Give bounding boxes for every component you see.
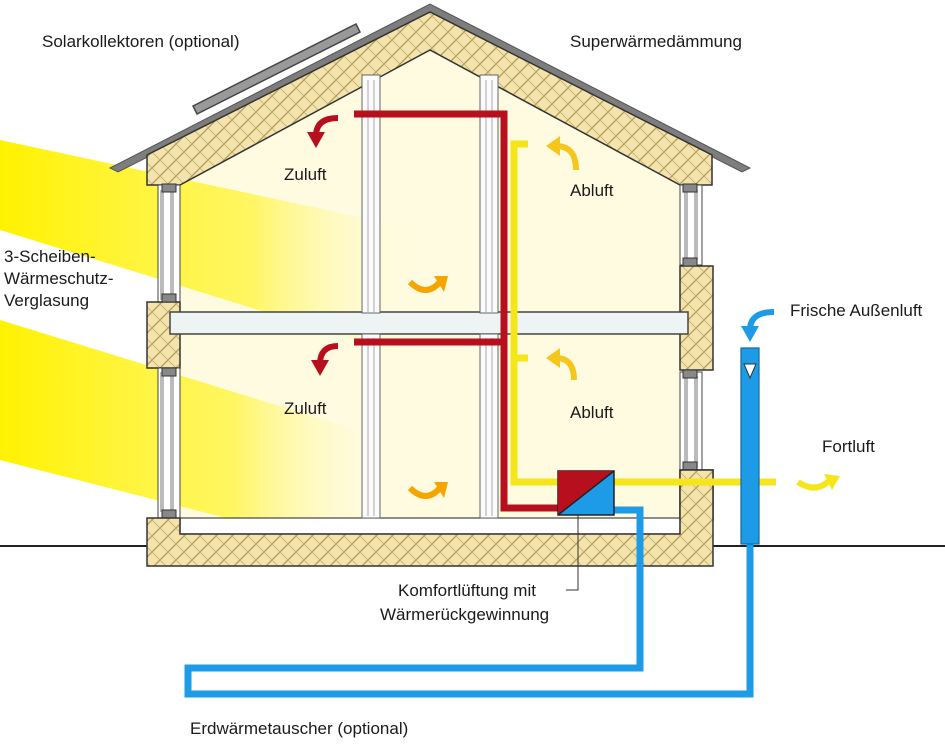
extract-air-arrow-upper (546, 136, 579, 171)
unit-pointer-line (566, 515, 579, 591)
sunlight-lower (0, 320, 390, 560)
interior-partitions (361, 74, 499, 519)
label-ground-heat-exchanger: Erdwärmetauscher (optional) (190, 719, 408, 738)
label-triple-glazing-2: Wärmeschutz- (4, 269, 114, 288)
supply-air-arrow-lower (311, 343, 339, 376)
fresh-air-intake (740, 347, 760, 545)
intake-filter-icon (743, 363, 757, 380)
foundation-insulation (146, 469, 714, 567)
extract-air-arrow-lower (546, 348, 577, 381)
house-interior (180, 42, 680, 520)
sunlight-upper (0, 140, 420, 360)
label-triple-glazing-1: 3-Scheiben- (4, 247, 96, 266)
label-extract-air-lower: Abluft (570, 403, 614, 422)
label-supply-air-lower: Zuluft (284, 399, 327, 418)
roof (108, 3, 752, 173)
fresh-air-arrow (741, 309, 775, 342)
label-super-insulation: Superwärmedämmung (570, 32, 742, 51)
label-exhaust-air: Fortluft (822, 437, 875, 456)
heat-recovery-unit (557, 470, 615, 516)
room-flow-arrow-lower (407, 482, 448, 499)
solar-collector (191, 22, 362, 116)
exhaust-air-arrow (796, 474, 840, 491)
left-wall (146, 183, 181, 519)
label-supply-air-upper: Zuluft (284, 165, 327, 184)
supply-air-duct (354, 110, 560, 512)
label-fresh-outside-air: Frische Außenluft (790, 301, 923, 320)
label-solar-collectors: Solarkollektoren (optional) (42, 32, 240, 51)
label-triple-glazing-3: Verglasung (4, 291, 89, 310)
label-extract-air-upper: Abluft (570, 181, 614, 200)
supply-air-arrow-upper (307, 115, 339, 148)
floor-slab-inner (179, 517, 681, 535)
ceiling-slab (169, 311, 689, 335)
room-flow-arrow-upper (407, 276, 448, 293)
label-ventilation-unit-1: Komfortlüftung mit (398, 581, 536, 600)
fresh-air-duct (184, 350, 754, 698)
label-ventilation-unit-2: Wärmerückgewinnung (380, 605, 549, 624)
